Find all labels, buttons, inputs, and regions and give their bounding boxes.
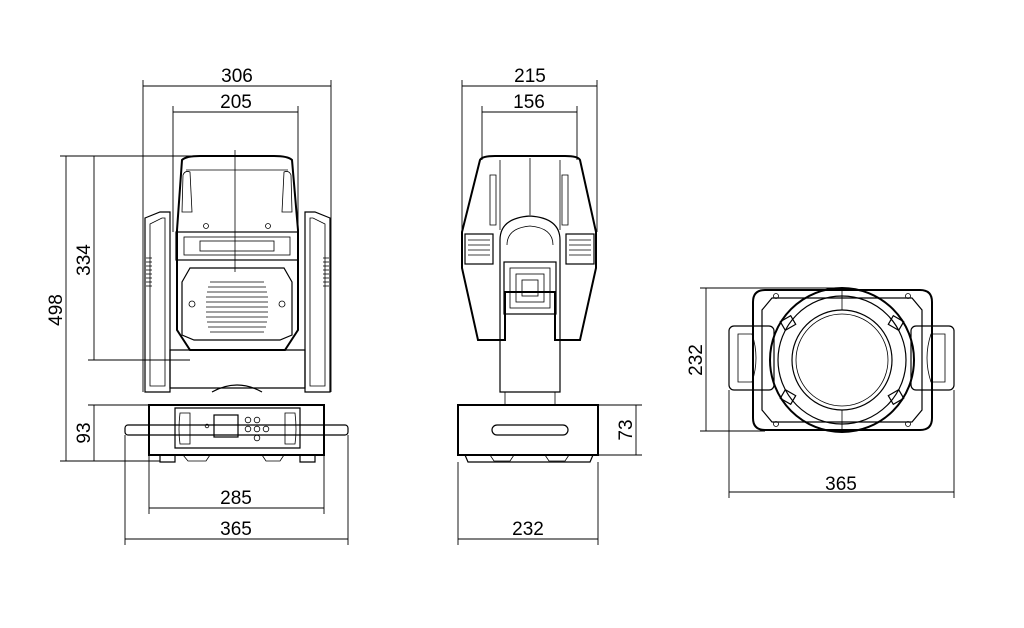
- top-lens-inner: [791, 309, 893, 411]
- side-handle-slot: [491, 424, 569, 436]
- front-lcd-screen: [213, 414, 239, 438]
- dim-front-overall-width: 306: [221, 66, 253, 87]
- dim-front-handle-width: 365: [220, 519, 252, 540]
- front-head: [176, 155, 299, 351]
- dim-side-overall-width: 215: [514, 66, 546, 87]
- front-base: [148, 404, 325, 456]
- dim-top-depth: 232: [686, 344, 707, 376]
- dim-top-width: 365: [825, 474, 857, 495]
- side-yoke-arm: [499, 215, 561, 393]
- side-head: [461, 155, 597, 341]
- top-view: [728, 287, 955, 433]
- side-base: [457, 404, 599, 456]
- side-motor-cover: [503, 261, 557, 315]
- top-view-dimensions: 232 365: [686, 287, 955, 498]
- dim-front-head-width: 205: [220, 92, 252, 113]
- side-view: [457, 155, 599, 463]
- side-view-dimensions: 215 156 73 232: [457, 66, 642, 545]
- front-lens-block: [181, 267, 293, 341]
- front-yoke-right: [304, 211, 331, 393]
- front-view-dimensions: 306 205 498 334 93 285 365: [46, 66, 349, 545]
- top-body: [752, 289, 933, 431]
- dim-side-base-width: 232: [512, 519, 544, 540]
- dim-side-base-height: 73: [616, 419, 637, 440]
- dim-side-head-width: 156: [513, 92, 545, 113]
- dim-front-base-height: 93: [74, 422, 95, 443]
- dim-front-base-width: 285: [220, 488, 252, 509]
- dim-front-overall-height: 498: [46, 294, 67, 326]
- front-lens-grille: [206, 281, 268, 333]
- front-display-window: [175, 231, 299, 261]
- top-handle-left: [728, 325, 775, 391]
- front-view: [124, 155, 349, 463]
- dim-front-head-height: 334: [74, 244, 95, 276]
- button-icon: [244, 416, 252, 424]
- front-yoke-left: [144, 211, 171, 393]
- front-handle-bar: [124, 424, 349, 436]
